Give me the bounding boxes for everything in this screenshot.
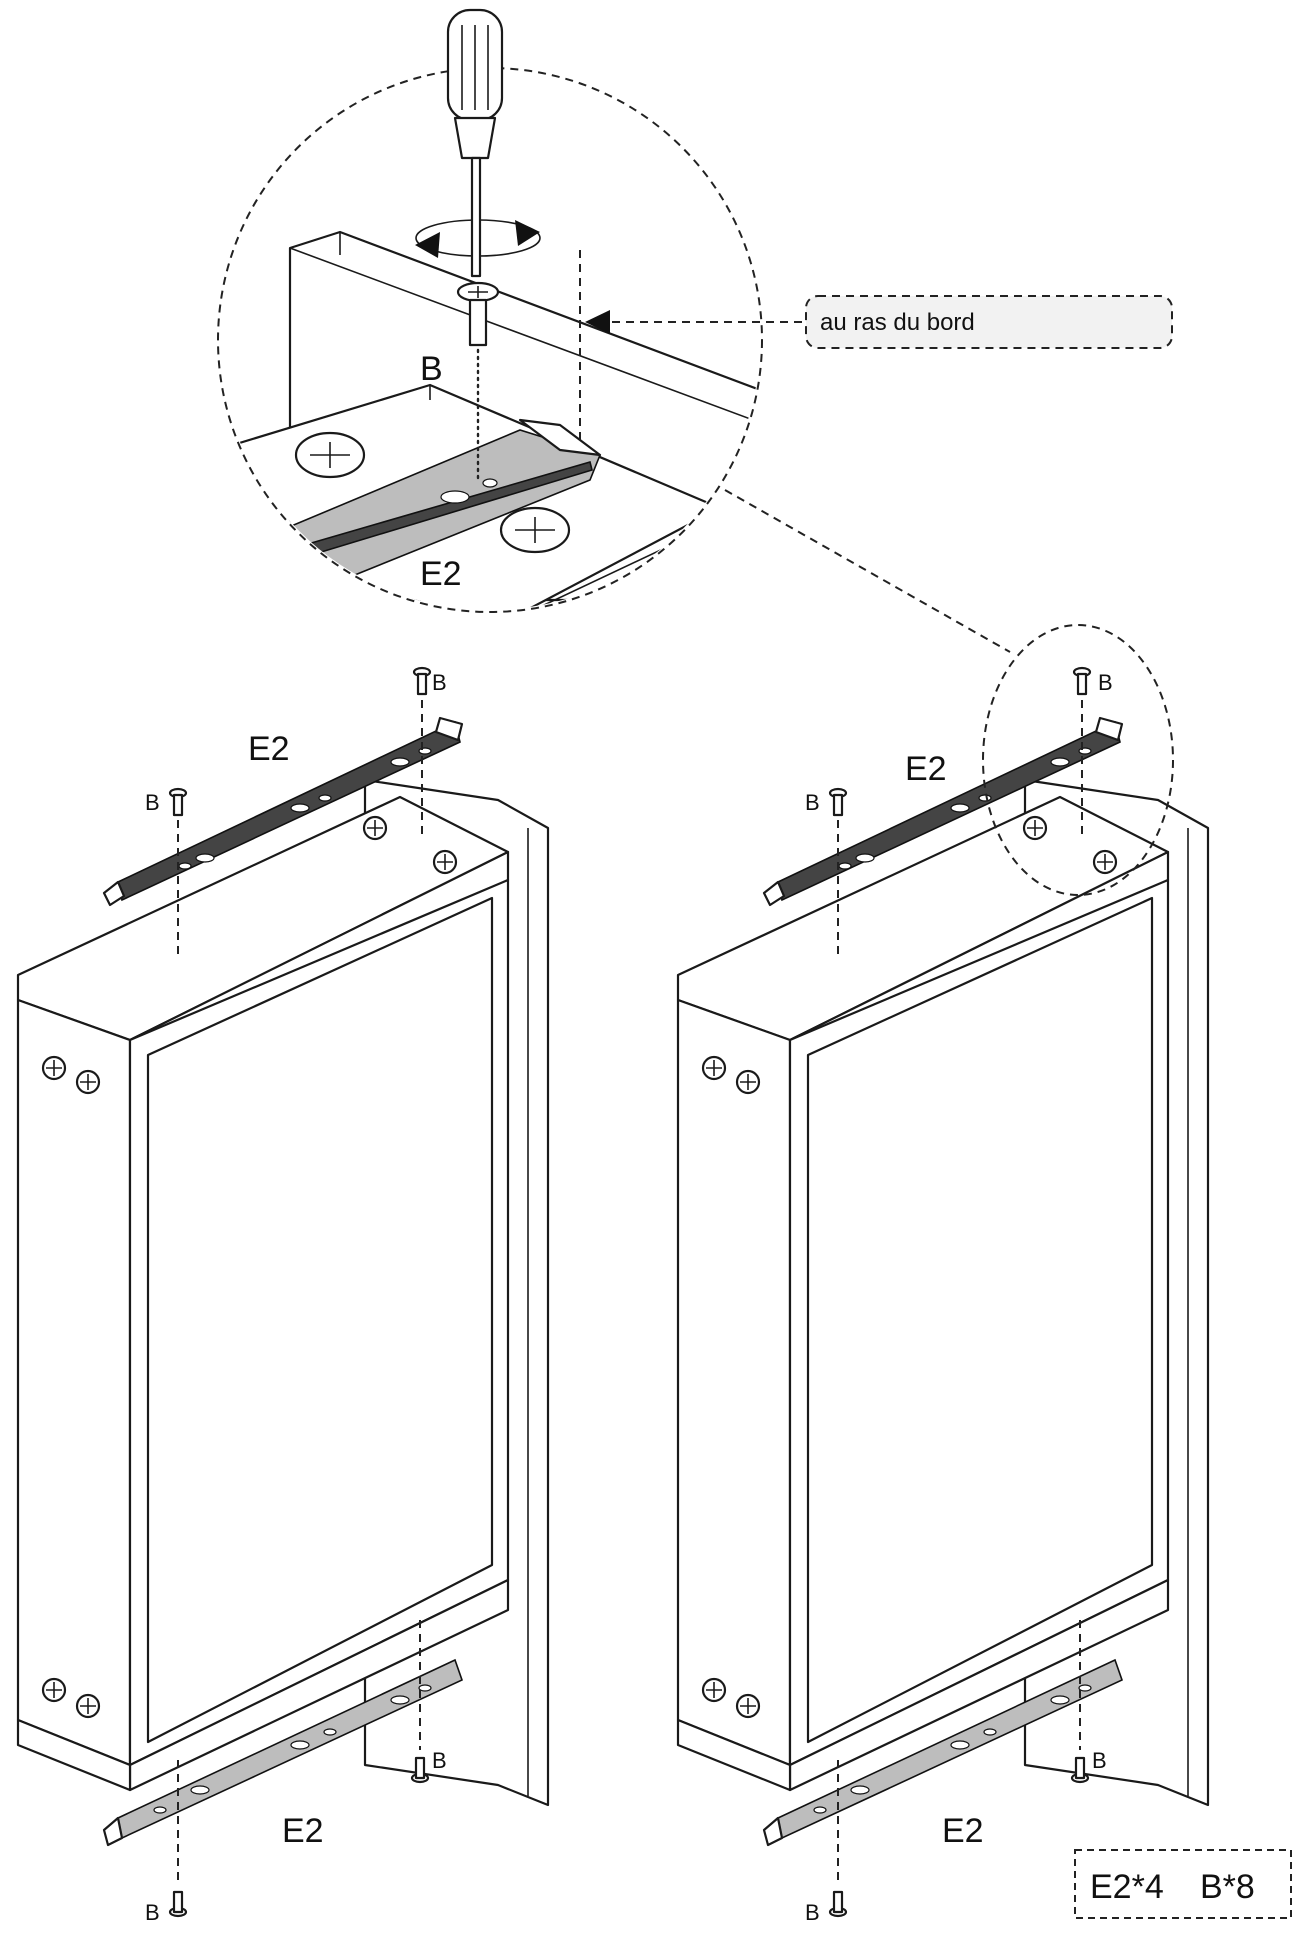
right-label-e2-top: E2 <box>905 750 947 788</box>
right-label-b-bottom-right: B <box>1092 1748 1107 1773</box>
screw-b-icon <box>168 666 432 1918</box>
right-label-b-bottom-left: B <box>805 1900 820 1925</box>
right-label-b-top-left: B <box>805 790 820 815</box>
zoom-connector-line <box>724 489 1011 653</box>
zoom-label-b: B <box>420 350 443 388</box>
left-label-e2-bottom: E2 <box>282 1812 324 1850</box>
right-label-b-top-right: B <box>1098 670 1113 695</box>
left-bottom-rail-e2 <box>102 1658 463 1847</box>
left-label-b-top-right: B <box>432 670 447 695</box>
left-label-b-bottom-right: B <box>432 1748 447 1773</box>
screwdriver-icon <box>446 8 504 278</box>
right-cabinet-front-edge <box>676 998 792 1767</box>
zoom-label-e2: E2 <box>420 555 462 593</box>
parts-count-screws: B*8 <box>1200 1868 1255 1906</box>
left-label-e2-top: E2 <box>248 730 290 768</box>
left-top-rail-e2 <box>102 716 464 907</box>
highlight-ellipse <box>982 624 1174 896</box>
parts-count-rails: E2*4 <box>1090 1868 1164 1906</box>
cam-lock-icon <box>701 815 1118 1719</box>
cam-lock-icon <box>41 815 458 1719</box>
parts-count-box: E2*4 B*8 <box>1074 1849 1292 1919</box>
detail-zoom-circle: B E2 <box>217 8 763 613</box>
right-cabinet: B B B B E2 E2 <box>676 624 1210 1925</box>
right-cabinet-back-panel <box>806 896 1154 1744</box>
left-cabinet: B B B B E2 E2 <box>16 666 550 1925</box>
zoom-screw-b <box>456 281 500 347</box>
right-bottom-rail-e2 <box>762 1658 1123 1847</box>
screw-b-icon <box>828 666 1092 1918</box>
left-cabinet-front-edge <box>16 998 132 1767</box>
right-label-e2-bottom: E2 <box>942 1812 984 1850</box>
callout-text: au ras du bord <box>820 309 975 336</box>
flush-callout: au ras du bord <box>585 295 1173 349</box>
left-cabinet-back-panel <box>146 896 494 1744</box>
left-label-b-bottom-left: B <box>145 1900 160 1925</box>
left-label-b-top-left: B <box>145 790 160 815</box>
right-top-rail-e2 <box>762 716 1124 907</box>
callout-box <box>805 295 1173 349</box>
